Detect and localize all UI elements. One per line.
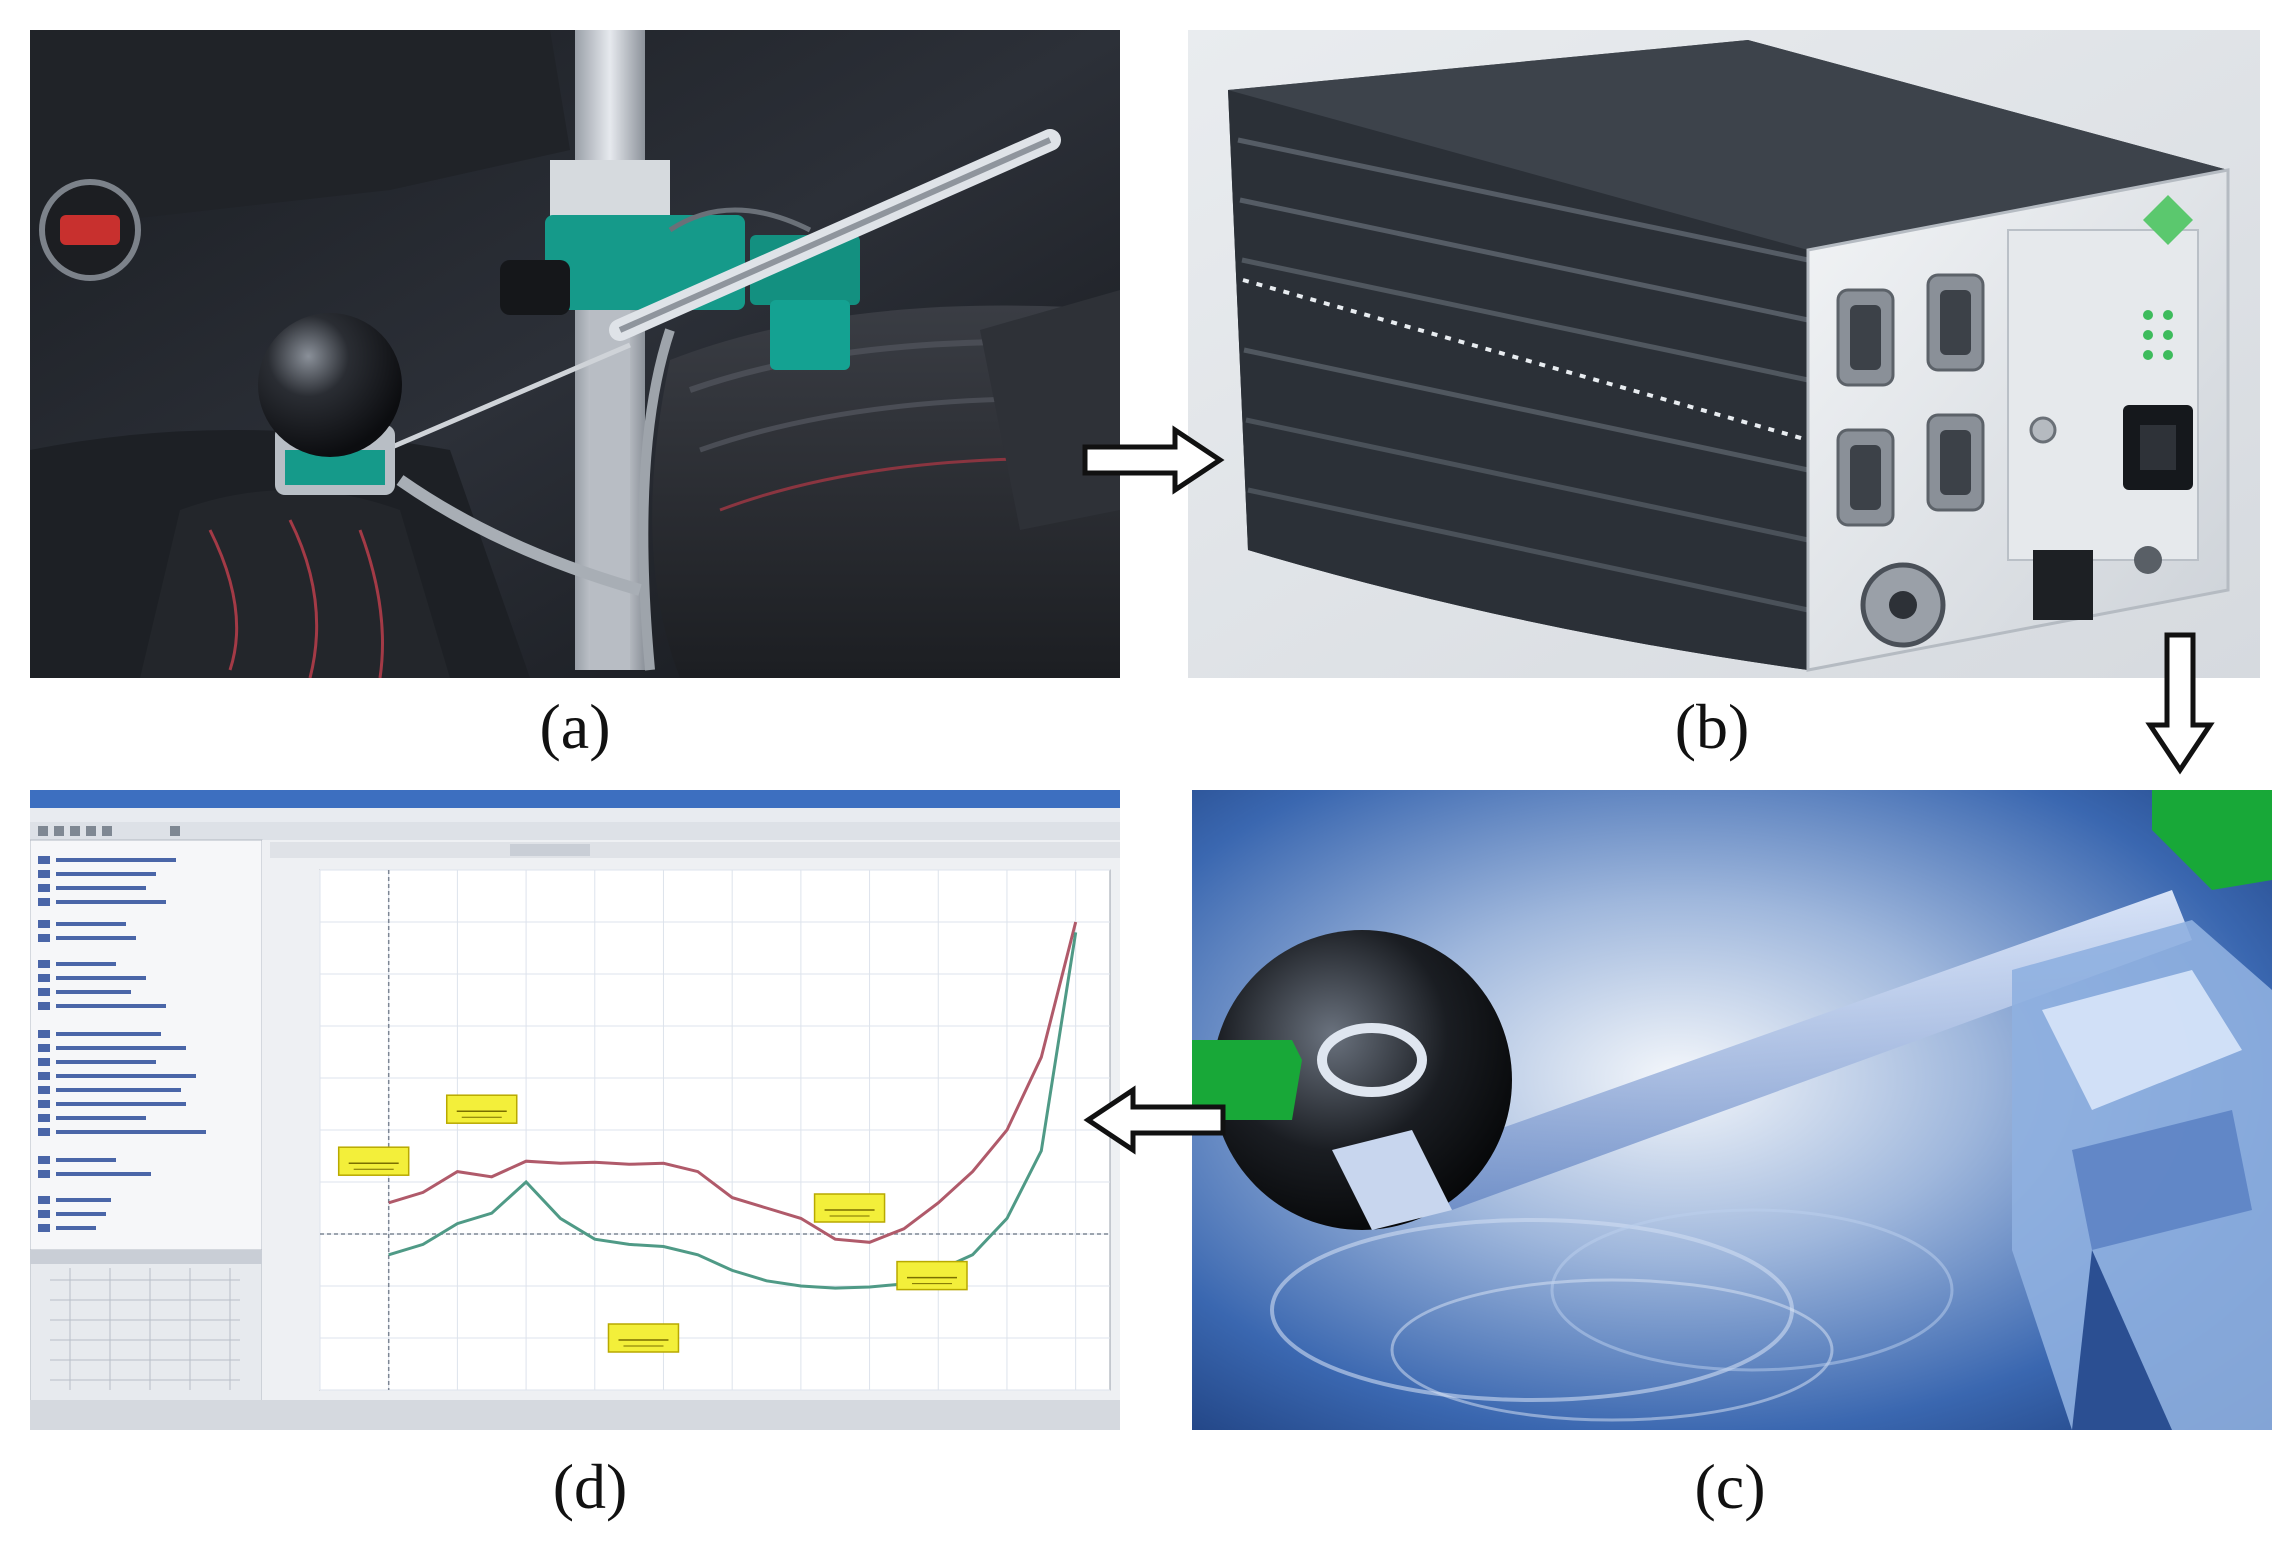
gear-shift-sensor-image [30,30,1120,678]
panel-a-photo [30,30,1120,678]
data-acquisition-unit-image [1188,30,2260,678]
annotation-tag [896,1260,968,1291]
sensor-3d-render-image [1192,790,2272,1430]
green-marker-left [1192,1040,1302,1120]
panel-c-visualization [1192,790,2272,1430]
caption-c: (c) [1694,1451,1766,1522]
series-line-1 [388,921,1078,1244]
arrow-c-to-d [1083,1085,1226,1155]
caption-d: (d) [552,1451,628,1522]
annotation-tag [445,1094,518,1124]
arrow-b-to-c [2145,632,2215,775]
annotation-tag [337,1146,410,1176]
caption-b: (b) [1674,691,1750,762]
window-title-bar [30,790,1120,808]
project-tree-panel [30,839,263,1301]
series-line-2 [388,932,1078,1290]
tree-items [38,856,206,1232]
panel-b-photo [1188,30,2260,678]
green-marker-top-right [2152,790,2272,890]
annotation-tag [607,1323,680,1353]
arrow-a-to-b [1082,425,1225,495]
position-grid-panel [30,1249,263,1411]
toolbar-icons [38,826,180,836]
panel-d-software [30,790,1120,1430]
caption-a: (a) [539,691,611,762]
analysis-software-screenshot [30,790,1120,1430]
annotation-tag [813,1193,886,1223]
force-curve-plot [319,869,1111,1391]
